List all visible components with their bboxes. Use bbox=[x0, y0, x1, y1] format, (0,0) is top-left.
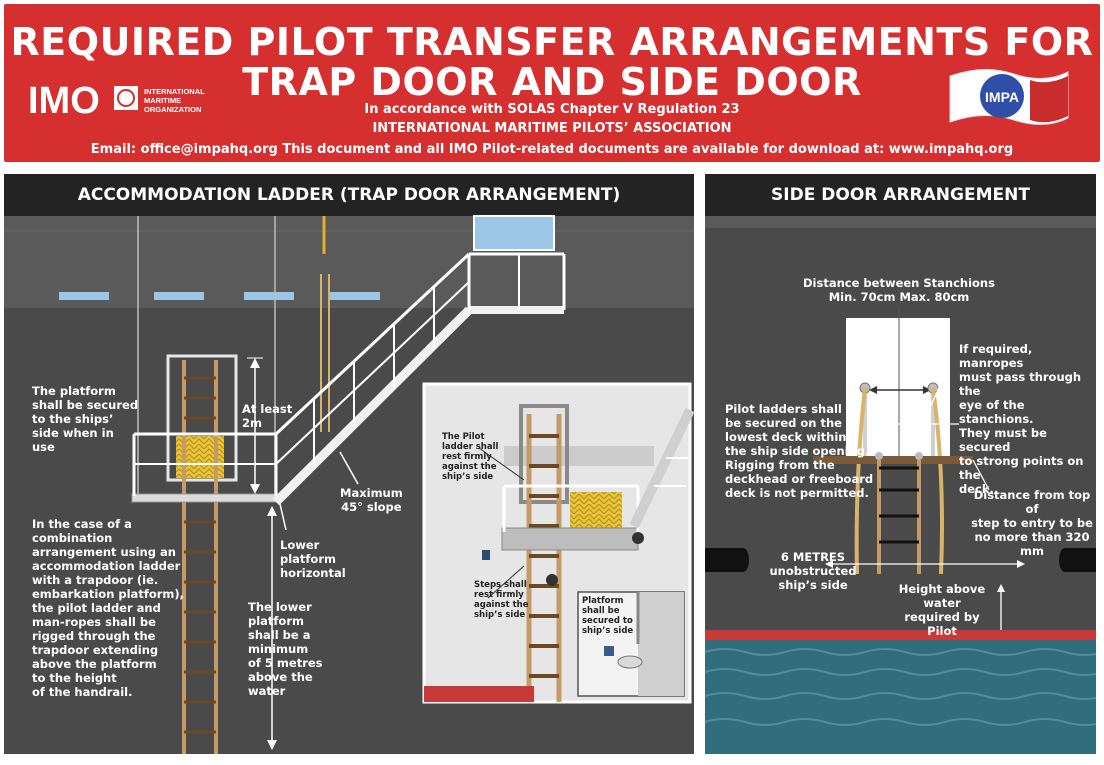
trap-door-panel: ACCOMMODATION LADDER (TRAP DOOR ARRANGEM… bbox=[4, 174, 694, 754]
svg-text:INTERNATIONAL: INTERNATIONAL bbox=[144, 87, 205, 96]
imo-logo: IMO INTERNATIONAL MARITIME ORGANIZATION bbox=[28, 80, 205, 120]
impa-emblem-icon bbox=[980, 74, 1024, 118]
main-title-line2: TRAP DOOR AND SIDE DOOR bbox=[242, 60, 862, 104]
svg-text:MARITIME: MARITIME bbox=[144, 96, 181, 105]
svg-text:IMPA: IMPA bbox=[985, 89, 1019, 105]
subtitle-association: INTERNATIONAL MARITIME PILOTS’ ASSOCIATI… bbox=[372, 121, 732, 136]
imo-logo-text: IMO bbox=[28, 80, 100, 120]
svg-text:ORGANIZATION: ORGANIZATION bbox=[144, 105, 201, 114]
impa-flag-logo: IMPA bbox=[949, 68, 1069, 125]
side-door-panel: SIDE DOOR ARRANGEMENT bbox=[705, 174, 1096, 754]
subtitle-regulation: In accordance with SOLAS Chapter V Regul… bbox=[364, 102, 740, 117]
contact-line: Email: office@impahq.org This document a… bbox=[90, 142, 1014, 157]
side-door-heading: SIDE DOOR ARRANGEMENT bbox=[705, 174, 1096, 216]
trap-door-diagram bbox=[4, 215, 694, 754]
header-banner: REQUIRED PILOT TRANSFER ARRANGEMENTS FOR… bbox=[4, 4, 1100, 162]
trap-door-heading: ACCOMMODATION LADDER (TRAP DOOR ARRANGEM… bbox=[4, 174, 694, 216]
side-door-diagram bbox=[705, 216, 1096, 754]
main-title-line1: REQUIRED PILOT TRANSFER ARRANGEMENTS FOR bbox=[10, 20, 1094, 64]
